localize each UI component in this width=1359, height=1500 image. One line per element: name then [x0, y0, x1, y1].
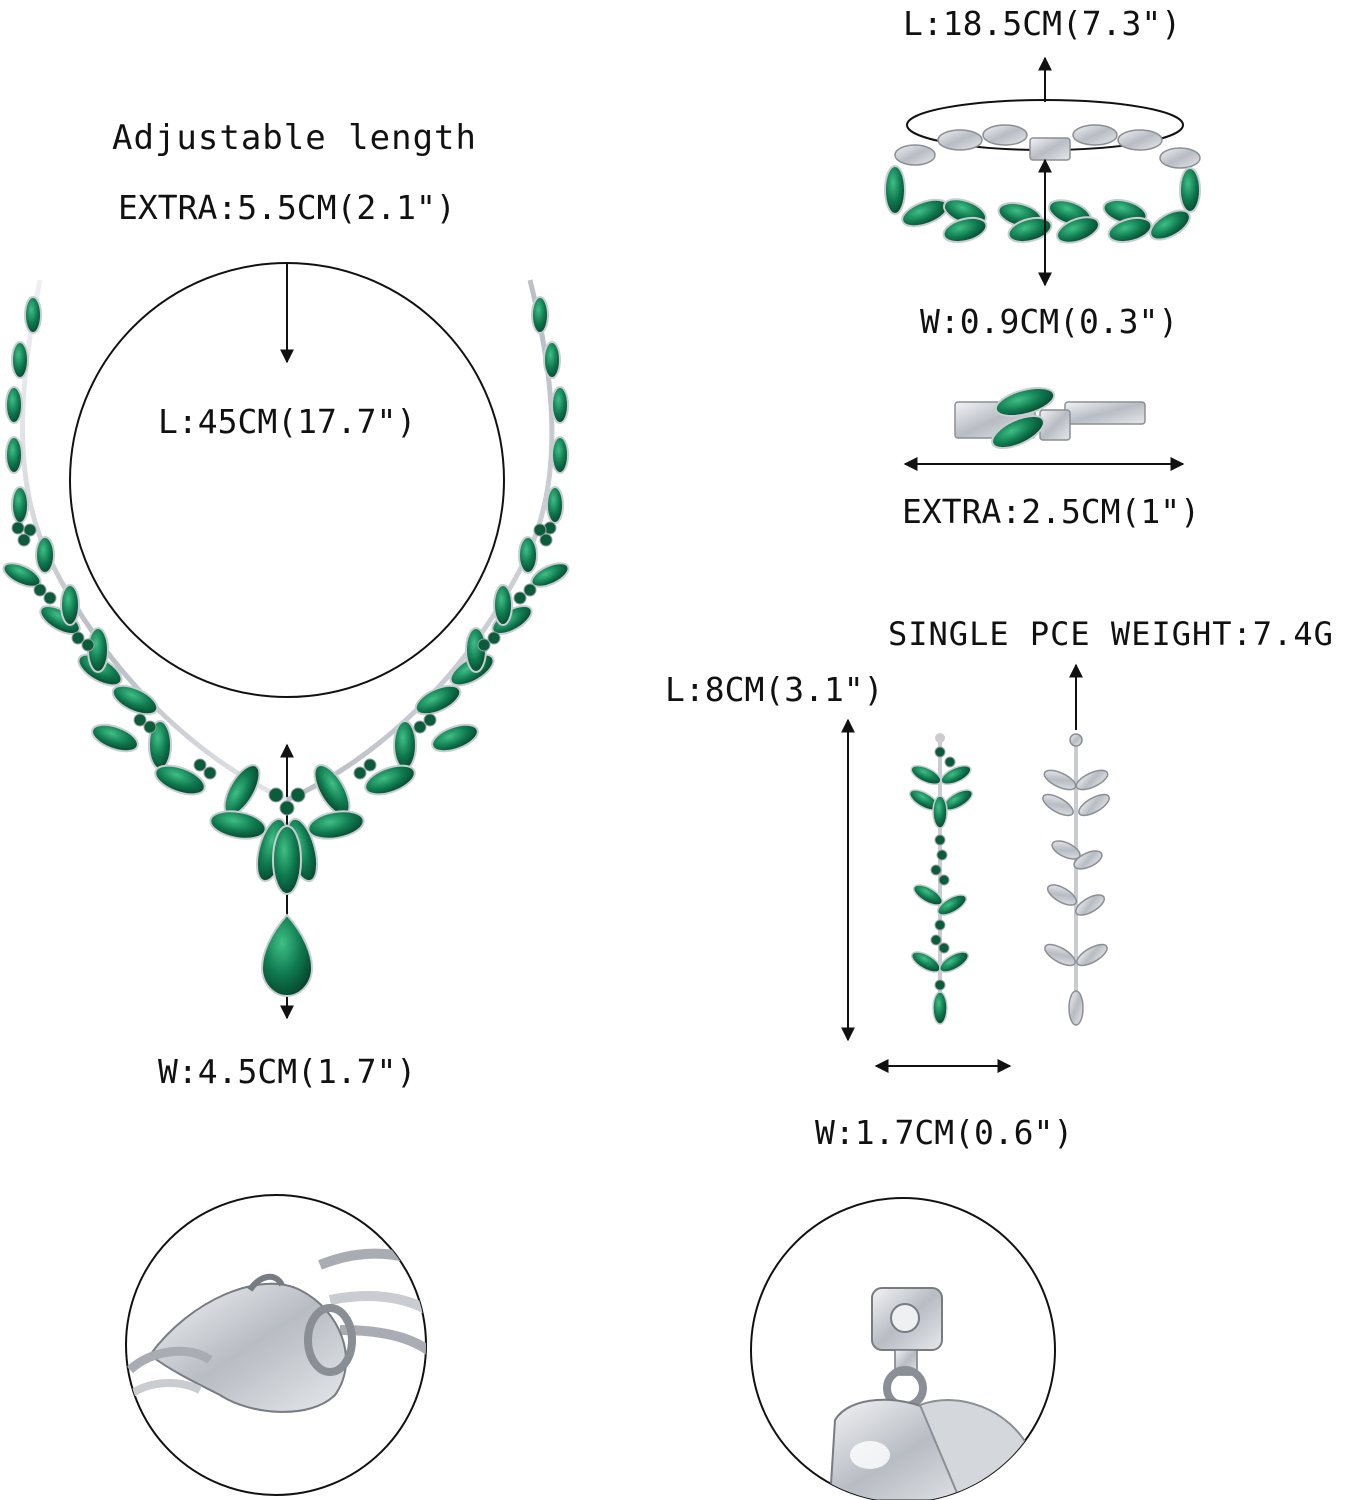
- bracelet-illustration: [884, 56, 1201, 471]
- necklace-round-stones: [11, 521, 557, 816]
- lobster-clasp-image: [126, 1248, 426, 1413]
- earring-weight-label: SINGLE PCE WEIGHT:7.4G: [888, 615, 1334, 653]
- necklace-chain-left: [20, 279, 289, 803]
- necklace-adjustable-label: Adjustable length: [112, 118, 477, 158]
- bracelet-width-label: W:0.9CM(0.3"): [920, 302, 1179, 341]
- earring-width-label: W:1.7CM(0.6"): [815, 1113, 1074, 1152]
- bracelet-links: [894, 124, 1201, 169]
- post-detail: [750, 1197, 1056, 1500]
- earring-green: [908, 733, 974, 1025]
- clasp-detail: [125, 1194, 427, 1496]
- necklace-extra-label: EXTRA:5.5CM(2.1"): [118, 188, 456, 227]
- necklace-length-label: L:45CM(17.7"): [158, 402, 417, 441]
- earrings-illustration: [841, 663, 1110, 1073]
- necklace-gems-right: [307, 296, 570, 840]
- earring-length-label: L:8CM(3.1"): [665, 670, 884, 709]
- necklace-width-label: W:4.5CM(1.7"): [158, 1052, 417, 1091]
- necklace-gems-left: [2, 296, 267, 840]
- bracelet-length-label: L:18.5CM(7.3"): [903, 4, 1182, 43]
- necklace-pendant: [255, 817, 319, 998]
- bracelet-gems: [884, 165, 1201, 244]
- bracelet-extra-label: EXTRA:2.5CM(1"): [902, 492, 1201, 531]
- bracelet-extension-clasp: [954, 387, 1146, 450]
- necklace-illustration: [2, 262, 570, 1020]
- earring-silver: [1042, 733, 1110, 1026]
